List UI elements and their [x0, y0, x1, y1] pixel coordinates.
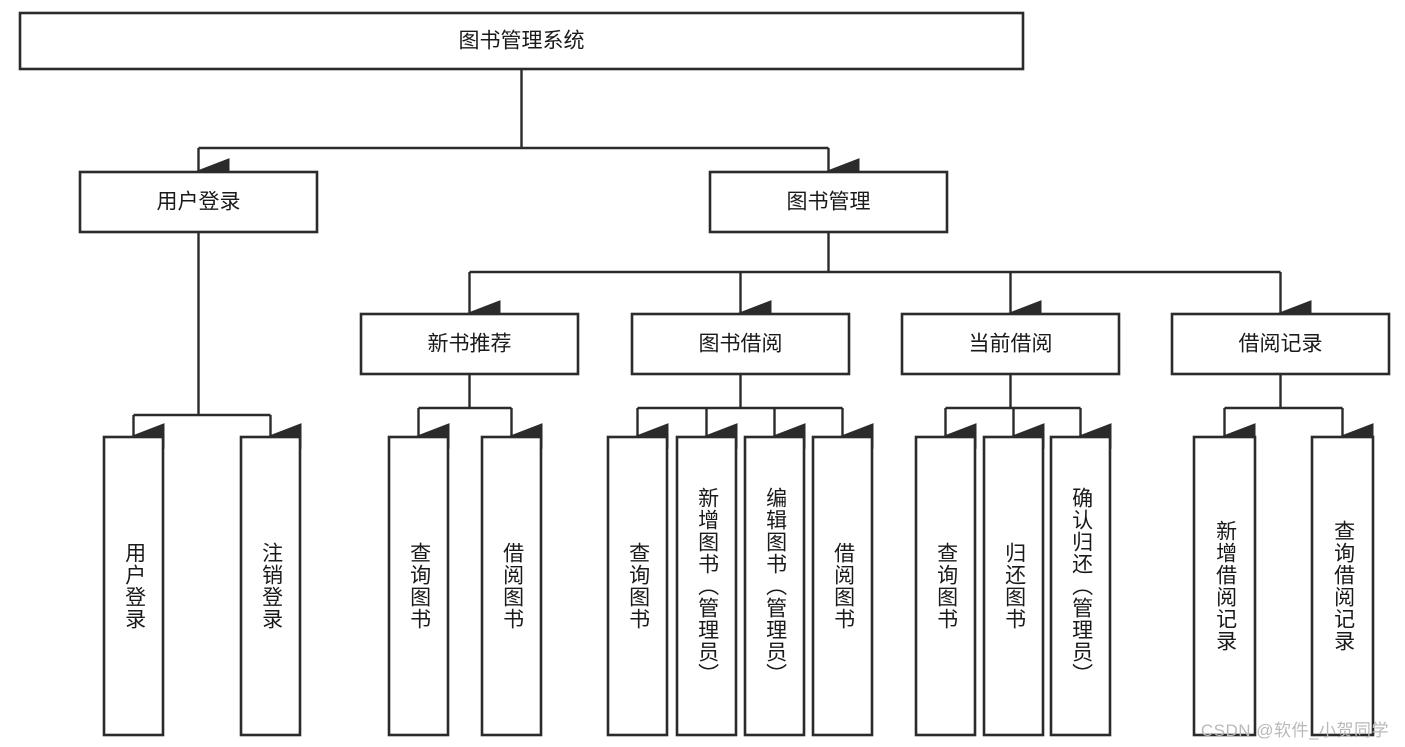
leaf-leaf-edit-book-admin-rect[interactable] — [743, 435, 806, 737]
node-book-borrow-rect[interactable] — [630, 312, 851, 376]
leaf-leaf-edit-book-admin[interactable] — [743, 435, 806, 737]
node-borrow-record-label: 借阅记录 — [1239, 333, 1323, 356]
node-current-borrow[interactable]: 当前借阅 — [900, 312, 1121, 376]
leaf-leaf-query-borrow-record[interactable] — [1310, 435, 1375, 737]
node-book-management-rect[interactable] — [708, 170, 949, 234]
leaf-leaf-confirm-return-admin[interactable] — [1049, 435, 1112, 737]
node-book-borrow-label: 图书借阅 — [699, 333, 783, 356]
node-root[interactable]: 图书管理系统 — [18, 11, 1025, 71]
node-current-borrow-rect[interactable] — [900, 312, 1121, 376]
leaf-leaf-add-book-admin[interactable] — [675, 435, 738, 737]
leaf-leaf-borrow-book-2-rect[interactable] — [811, 435, 874, 737]
leaf-leaf-query-book-2[interactable] — [606, 435, 669, 737]
node-new-book-recommend-rect[interactable] — [359, 312, 580, 376]
node-current-borrow-label: 当前借阅 — [969, 333, 1053, 356]
node-book-management-label: 图书管理 — [787, 191, 871, 214]
leaf-leaf-return-book[interactable] — [982, 435, 1045, 737]
node-root-label: 图书管理系统 — [459, 30, 585, 53]
leaf-leaf-query-borrow-record-rect[interactable] — [1310, 435, 1375, 737]
node-book-management[interactable]: 图书管理 — [708, 170, 949, 234]
leaf-leaf-return-book-rect[interactable] — [982, 435, 1045, 737]
leaf-leaf-user-login-rect[interactable] — [102, 435, 165, 737]
connector-lines — [131, 69, 1374, 449]
leaf-leaf-query-book-1[interactable] — [387, 435, 450, 737]
node-user-login[interactable]: 用户登录 — [78, 170, 319, 234]
leaf-leaf-borrow-book-1-rect[interactable] — [480, 435, 543, 737]
leaf-leaf-query-book-3[interactable] — [914, 435, 977, 737]
leaf-leaf-user-logout[interactable] — [239, 435, 302, 737]
node-new-book-recommend[interactable]: 新书推荐 — [359, 312, 580, 376]
leaf-leaf-query-book-1-rect[interactable] — [387, 435, 450, 737]
node-user-login-label: 用户登录 — [157, 191, 241, 214]
leaf-leaf-user-login[interactable] — [102, 435, 165, 737]
leaf-leaf-confirm-return-admin-rect[interactable] — [1049, 435, 1112, 737]
leaf-leaf-query-book-3-rect[interactable] — [914, 435, 977, 737]
node-user-login-rect[interactable] — [78, 170, 319, 234]
watermark-text: CSDN @软件_小贺同学 — [1200, 721, 1389, 740]
node-book-borrow[interactable]: 图书借阅 — [630, 312, 851, 376]
leaf-leaf-add-borrow-record[interactable] — [1192, 435, 1257, 737]
leaf-leaf-user-logout-rect[interactable] — [239, 435, 302, 737]
leaf-leaf-add-borrow-record-rect[interactable] — [1192, 435, 1257, 737]
leaf-leaf-query-book-2-rect[interactable] — [606, 435, 669, 737]
leaf-leaf-borrow-book-1[interactable] — [480, 435, 543, 737]
node-new-book-recommend-label: 新书推荐 — [428, 333, 512, 356]
leaf-leaf-borrow-book-2[interactable] — [811, 435, 874, 737]
node-root-rect[interactable] — [18, 11, 1025, 71]
node-borrow-record-rect[interactable] — [1170, 312, 1391, 376]
node-borrow-record[interactable]: 借阅记录 — [1170, 312, 1391, 376]
leaf-leaf-add-book-admin-rect[interactable] — [675, 435, 738, 737]
